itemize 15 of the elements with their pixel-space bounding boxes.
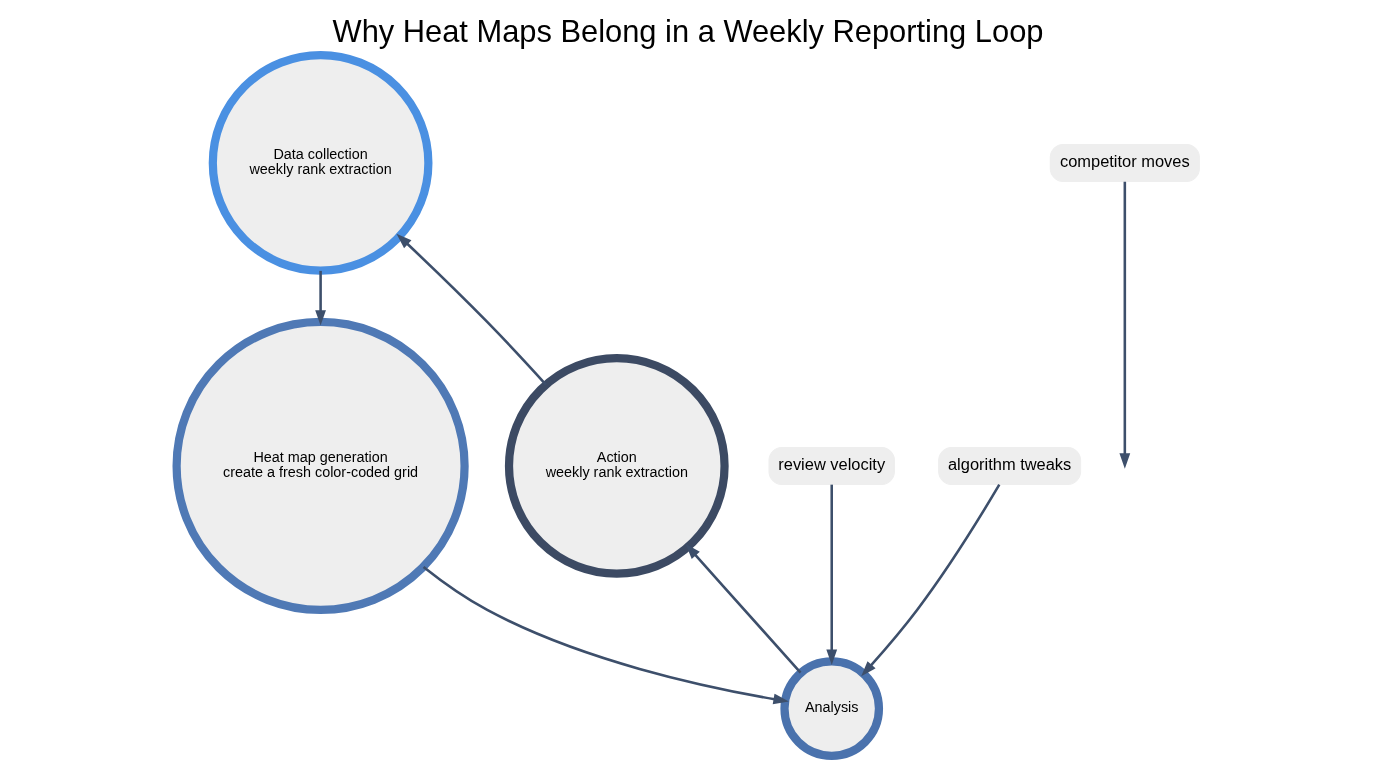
diagram-title: Why Heat Maps Belong in a Weekly Reporting Loop <box>332 13 1044 49</box>
arrow <box>826 484 838 665</box>
arrow <box>422 565 789 704</box>
arrow <box>685 543 802 674</box>
node-box: review velocity <box>768 446 895 485</box>
node-circle: Heat map generation create a fresh color-coded grid <box>172 317 469 614</box>
arrow <box>396 233 547 385</box>
arrow <box>861 483 1001 676</box>
arrow <box>1119 181 1131 469</box>
node-box: competitor moves <box>1049 143 1200 182</box>
node-circle: Analysis <box>780 656 884 760</box>
node-circle: Action weekly rank extraction <box>504 353 729 578</box>
node-circle: Data collection weekly rank extraction <box>208 50 433 275</box>
node-box: algorithm tweaks <box>938 446 1082 485</box>
arrow <box>315 270 326 326</box>
